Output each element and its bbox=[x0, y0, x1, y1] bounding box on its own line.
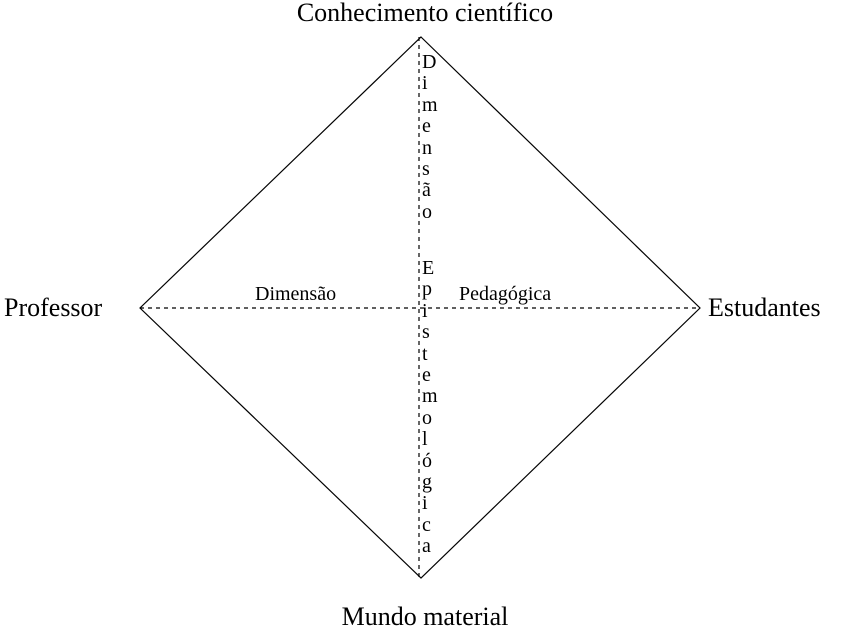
horizontal-axis-label-left-word: Dimensão bbox=[255, 283, 337, 305]
stacked-letter: D bbox=[422, 51, 437, 73]
stacked-letter: ó bbox=[422, 449, 432, 472]
vertex-label-bottom: Mundo material bbox=[341, 602, 509, 631]
stacked-letter: i bbox=[422, 72, 428, 95]
stacked-letter: i bbox=[422, 492, 428, 515]
stacked-letter: s bbox=[422, 321, 430, 344]
stacked-letter: g bbox=[422, 470, 432, 493]
vertex-label-left: Professor bbox=[4, 293, 103, 322]
stacked-letter: m bbox=[422, 385, 438, 408]
stacked-letter: e bbox=[422, 363, 431, 386]
stacked-letter: o bbox=[422, 406, 432, 429]
stacked-letter: l bbox=[422, 428, 428, 451]
stacked-letter: i bbox=[422, 299, 428, 322]
stacked-letter: e bbox=[422, 115, 431, 138]
stacked-letter: E bbox=[422, 257, 435, 279]
vertex-label-top: Conhecimento científico bbox=[296, 0, 554, 27]
stacked-letter: p bbox=[422, 278, 432, 301]
stacked-letter: n bbox=[422, 136, 432, 159]
stacked-letter: c bbox=[422, 513, 431, 536]
stacked-letter: m bbox=[422, 93, 438, 116]
stacked-letter: o bbox=[422, 200, 432, 223]
stacked-letter: ã bbox=[422, 179, 431, 202]
vertex-label-right: Estudantes bbox=[708, 293, 821, 322]
stacked-letter: t bbox=[422, 342, 428, 365]
rhombus-outline bbox=[139, 36, 701, 579]
horizontal-axis-label-right-word: Pedagógica bbox=[459, 283, 552, 305]
stacked-letter: a bbox=[422, 535, 431, 558]
stacked-letter: s bbox=[422, 157, 430, 180]
